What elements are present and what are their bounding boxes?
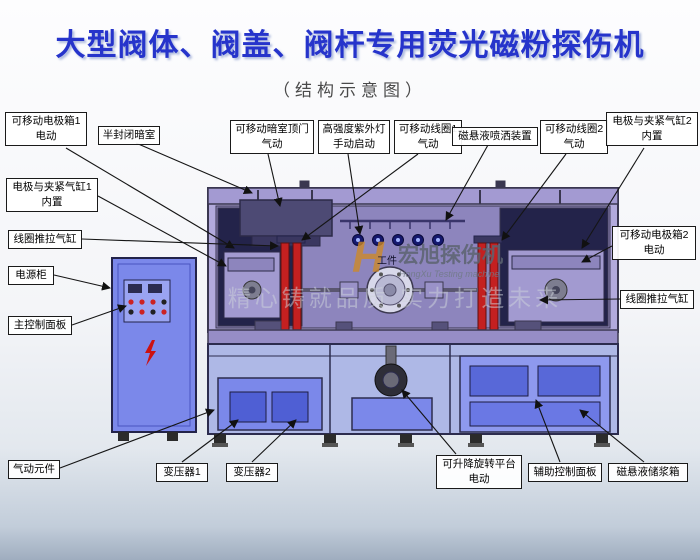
workpiece	[302, 266, 478, 314]
workpiece-label: 工件	[377, 255, 397, 267]
watermark-brand: 宏旭探伤机	[398, 243, 503, 267]
label-spray-device: 磁悬液喷洒装置	[452, 127, 538, 147]
auxiliary-control-panel-box	[469, 365, 529, 397]
movable-electrode-box-2	[507, 249, 605, 323]
label-movable-darkroom-top-door: 可移动暗室顶门 气动	[230, 120, 314, 155]
label-semi-enclosed-darkroom: 半封闭暗室	[98, 126, 160, 146]
label-auxiliary-control-panel: 辅助控制面板	[528, 463, 602, 483]
label-electrode-clamp-cylinder-2: 电极与夹紧气缸2 内置	[606, 112, 698, 147]
label-coil-push-pull-cylinder-right: 线圈推拉气缸	[620, 290, 694, 310]
spray-device	[340, 219, 465, 229]
label-transformer-2: 变压器2	[226, 463, 278, 483]
page-title: 大型阀体、阀盖、阀杆专用荧光磁粉探伤机	[55, 29, 645, 62]
power-cabinet	[111, 257, 197, 441]
machine-feet	[212, 434, 610, 447]
movable-electrode-box-1	[223, 251, 281, 319]
watermark-brand-en: HongXu Testing machine	[399, 269, 499, 279]
label-movable-coil-2: 可移动线圈2 气动	[540, 120, 608, 155]
lightning-icon	[145, 340, 156, 366]
page-subtitle: （结构示意图）	[273, 81, 427, 100]
label-pneumatic-components: 气动元件	[8, 460, 60, 480]
machine-lower-frame	[207, 343, 619, 435]
watermark-logo: H	[352, 233, 385, 282]
label-movable-electrode-box-1: 可移动电极箱1 电动	[5, 112, 87, 147]
magnetic-liquid-tank-box	[537, 365, 601, 397]
watermark-slogan: 精心铸就品质 实力打造未来	[228, 285, 562, 311]
label-magnetic-liquid-tank: 磁悬液储浆箱	[608, 463, 688, 483]
transformer-1	[229, 391, 267, 423]
leader-lines	[53, 142, 645, 469]
label-movable-electrode-box-2: 可移动电极箱2 电动	[612, 226, 696, 261]
label-uv-lamp: 高强度紫外灯 手动启动	[318, 120, 390, 155]
label-transformer-1: 变压器1	[156, 463, 208, 483]
movable-coil-1	[276, 235, 306, 333]
uv-lamps	[352, 234, 444, 246]
transformer-2	[271, 391, 309, 423]
watermark: 精心铸就品质 实力打造未来 H 宏旭探伤机 HongXu Testing mac…	[228, 233, 562, 311]
label-power-cabinet: 电源柜	[8, 266, 54, 286]
label-coil-push-pull-cylinder-left: 线圈推拉气缸	[8, 230, 82, 250]
label-electrode-clamp-cylinder-1: 电极与夹紧气缸1 内置	[6, 178, 98, 213]
label-main-control-panel: 主控制面板	[8, 316, 72, 336]
label-movable-coil-1: 可移动线圈1 气动	[394, 120, 462, 155]
label-lifting-rotating-platform: 可升降旋转平台 电动	[436, 455, 522, 490]
